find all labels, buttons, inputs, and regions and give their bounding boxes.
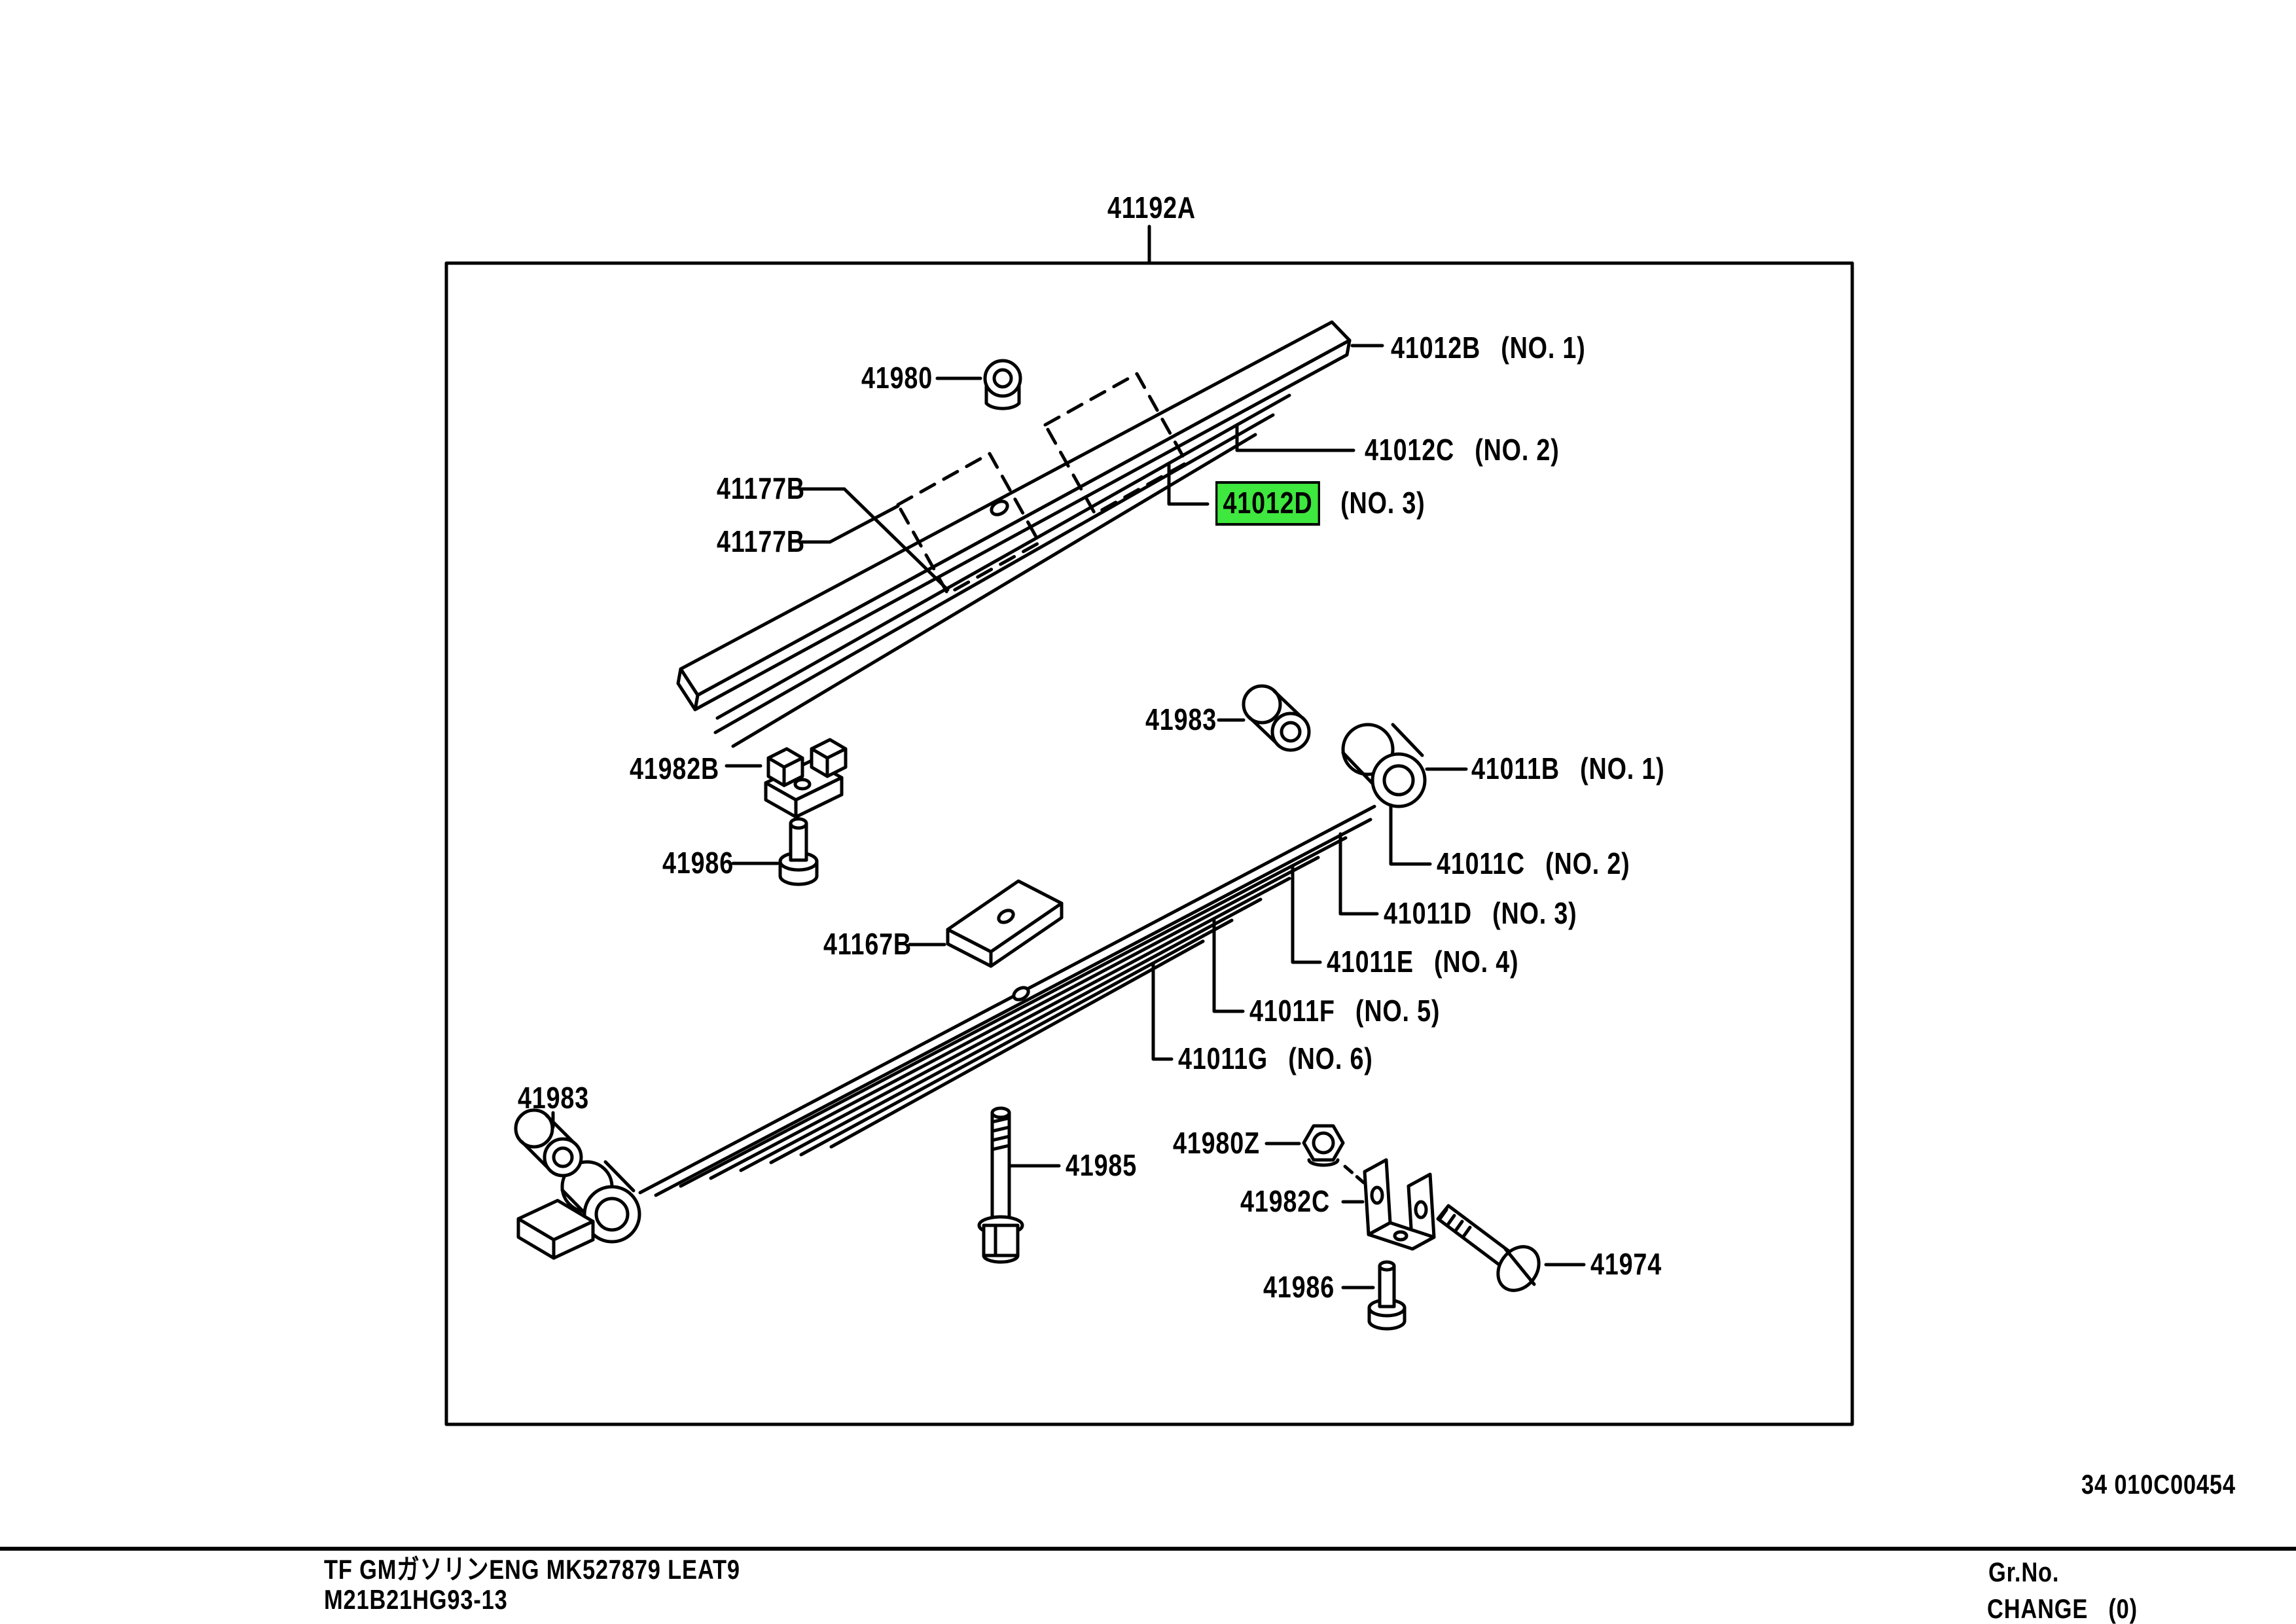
part-number: 41011B: [1471, 751, 1560, 786]
part-number: 41986: [1263, 1270, 1335, 1305]
part-number: 41980: [861, 361, 933, 395]
part-number: 41011F: [1249, 994, 1335, 1028]
part-number: 41177B: [717, 524, 805, 559]
footer-catalog-code: M21B21HG93-13: [324, 1584, 508, 1615]
leaf-number: (NO. 5): [1355, 994, 1441, 1028]
part-number: 41980Z: [1173, 1126, 1260, 1161]
part-number: 41177B: [717, 471, 805, 506]
leaf-number: (NO. 3): [1492, 896, 1577, 931]
part-number: 41983: [1145, 702, 1217, 737]
leaf-number: (NO. 3): [1340, 486, 1426, 520]
part-label: 41012C (NO. 2): [1365, 435, 1560, 465]
part-label: 41011G (NO. 6): [1178, 1043, 1373, 1074]
part-label: 41974: [1590, 1249, 1662, 1279]
part-label: 41983: [1145, 704, 1217, 734]
frame-border: [444, 225, 1854, 1426]
clamp-bolt-icon: [778, 817, 819, 886]
figure-code: 34 010C00454: [2081, 1469, 2236, 1500]
clamp-bolt-icon: [1367, 1260, 1407, 1331]
leaf-number: (NO. 1): [1501, 331, 1586, 365]
part-number: 41012D: [1215, 481, 1321, 526]
center-bolt-icon: [977, 1106, 1024, 1264]
part-label: 41986: [1263, 1272, 1335, 1302]
leaf-number: (NO. 2): [1545, 846, 1630, 881]
part-label: 41177B: [717, 473, 805, 503]
part-number: 41982C: [1240, 1184, 1331, 1219]
leader-lines: [551, 344, 1586, 1290]
part-label: 41012B (NO. 1): [1391, 333, 1586, 363]
part-label: 41980Z: [1173, 1128, 1260, 1158]
leaf-hole: [990, 499, 1009, 516]
footer-change: CHANGE (0): [1987, 1593, 2138, 1624]
part-label: 41985: [1066, 1150, 1137, 1180]
bolt-icon: [1436, 1204, 1541, 1292]
part-number: 41985: [1066, 1148, 1137, 1183]
part-label: 41177B: [717, 526, 805, 556]
part-label: 41011B (NO. 1): [1471, 753, 1665, 784]
part-number: 41011E: [1327, 945, 1414, 979]
part-number: 41167B: [823, 927, 912, 962]
part-number: 41011C: [1437, 846, 1525, 881]
part-number: 41011D: [1384, 896, 1472, 931]
pad-plate-icon: [946, 879, 1064, 968]
clamp-position-dashed-outline: [1043, 372, 1189, 516]
leaf-number: (NO. 4): [1434, 945, 1519, 979]
part-label: 41011D (NO. 3): [1384, 898, 1577, 928]
footer-model-line: TF GMガソリンENG MK527879 LEAT9: [324, 1554, 740, 1585]
part-number: 41011G: [1178, 1041, 1268, 1076]
part-label: 41011C (NO. 2): [1437, 848, 1630, 878]
u-bracket-icon: [1363, 1158, 1436, 1251]
part-label: 41011F (NO. 5): [1249, 996, 1440, 1026]
part-number: 41983: [518, 1081, 589, 1115]
part-number: 41986: [662, 846, 734, 880]
part-number: 41974: [1590, 1247, 1662, 1282]
part-label: 41986: [662, 848, 734, 878]
clamp-position-dashed-outline: [896, 452, 1041, 596]
leaf-number: (NO. 2): [1475, 433, 1560, 467]
part-label-highlighted[interactable]: 41012D (NO. 3): [1215, 481, 1426, 526]
part-number: 41982B: [630, 751, 720, 786]
leaf-hole: [1012, 986, 1030, 1001]
part-label: 41982C: [1240, 1186, 1330, 1216]
part-number: 41012B: [1391, 331, 1481, 365]
nut-icon: [1302, 1124, 1345, 1167]
bushing-icon: [1242, 684, 1311, 752]
nut-icon: [983, 359, 1022, 410]
part-label: 41011E (NO. 4): [1327, 947, 1518, 977]
bushing-icon: [514, 1108, 583, 1178]
clamp-icon: [764, 738, 848, 819]
leaf-number: (NO. 6): [1288, 1041, 1373, 1076]
footer-divider: [0, 1547, 2296, 1551]
lower-leaf-spring: [516, 723, 1427, 1260]
part-number: 41192A: [1107, 190, 1196, 225]
assembly-number-label: 41192A: [1107, 192, 1196, 223]
part-label: 41167B: [823, 929, 912, 959]
part-number: 41012C: [1365, 433, 1455, 467]
leaf-number: (NO. 1): [1580, 751, 1665, 786]
part-label: 41980: [861, 363, 933, 393]
part-label: 41982B: [630, 753, 719, 784]
footer-gr-no: Gr.No.: [1988, 1557, 2060, 1587]
part-label: 41983: [518, 1083, 589, 1113]
